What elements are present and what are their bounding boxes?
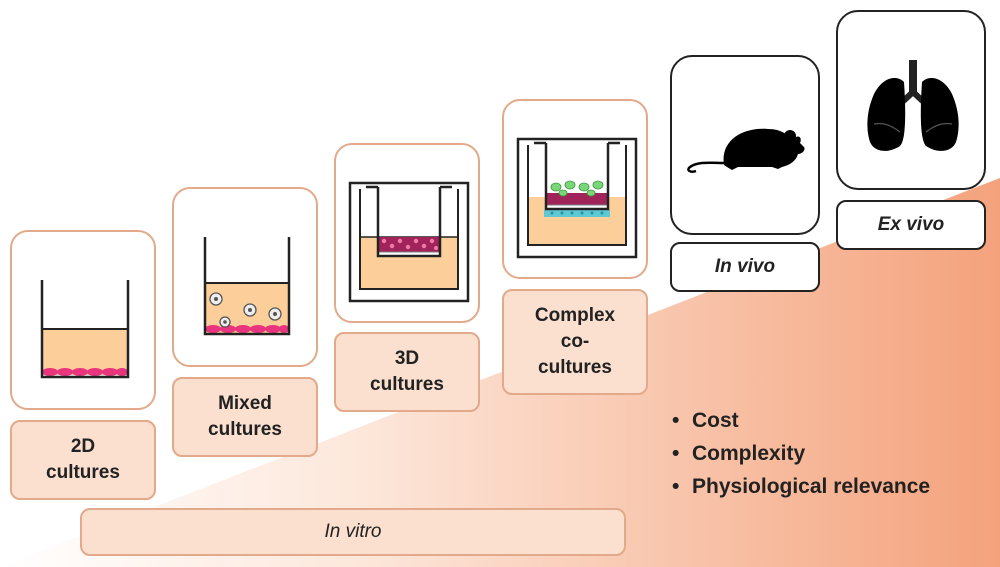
lungs-icon: [867, 60, 959, 151]
mouse-icon: [687, 128, 805, 173]
bullet-physiological-relevance: •Physiological relevance: [672, 475, 931, 498]
label-ex-vivo: Ex vivo: [836, 200, 986, 250]
trend-bullet-list: •Cost •Complexity •Physiological relevan…: [672, 404, 930, 503]
card-3d-cultures: [334, 143, 480, 323]
well-mixed-icon: [203, 237, 291, 336]
label-complex-co-cultures: Complex co- cultures: [502, 289, 648, 395]
card-in-vivo: [670, 55, 820, 235]
bullet-cost: •Cost: [672, 409, 739, 432]
label-in-vitro: In vitro: [80, 508, 626, 556]
label-3d-cultures: 3D cultures: [334, 332, 480, 412]
label-2d-cultures: 2D cultures: [10, 420, 156, 500]
well-2d-icon: [40, 280, 130, 379]
card-mixed-cultures: [172, 187, 318, 367]
transwell-coculture-icon: [516, 137, 638, 259]
card-2d-cultures: [10, 230, 156, 410]
card-complex-co-cultures: [502, 99, 648, 279]
transwell-3d-icon: [348, 181, 470, 303]
label-mixed-cultures: Mixed cultures: [172, 377, 318, 457]
bullet-complexity: •Complexity: [672, 442, 806, 465]
card-ex-vivo: [836, 10, 986, 190]
label-in-vivo: In vivo: [670, 242, 820, 292]
